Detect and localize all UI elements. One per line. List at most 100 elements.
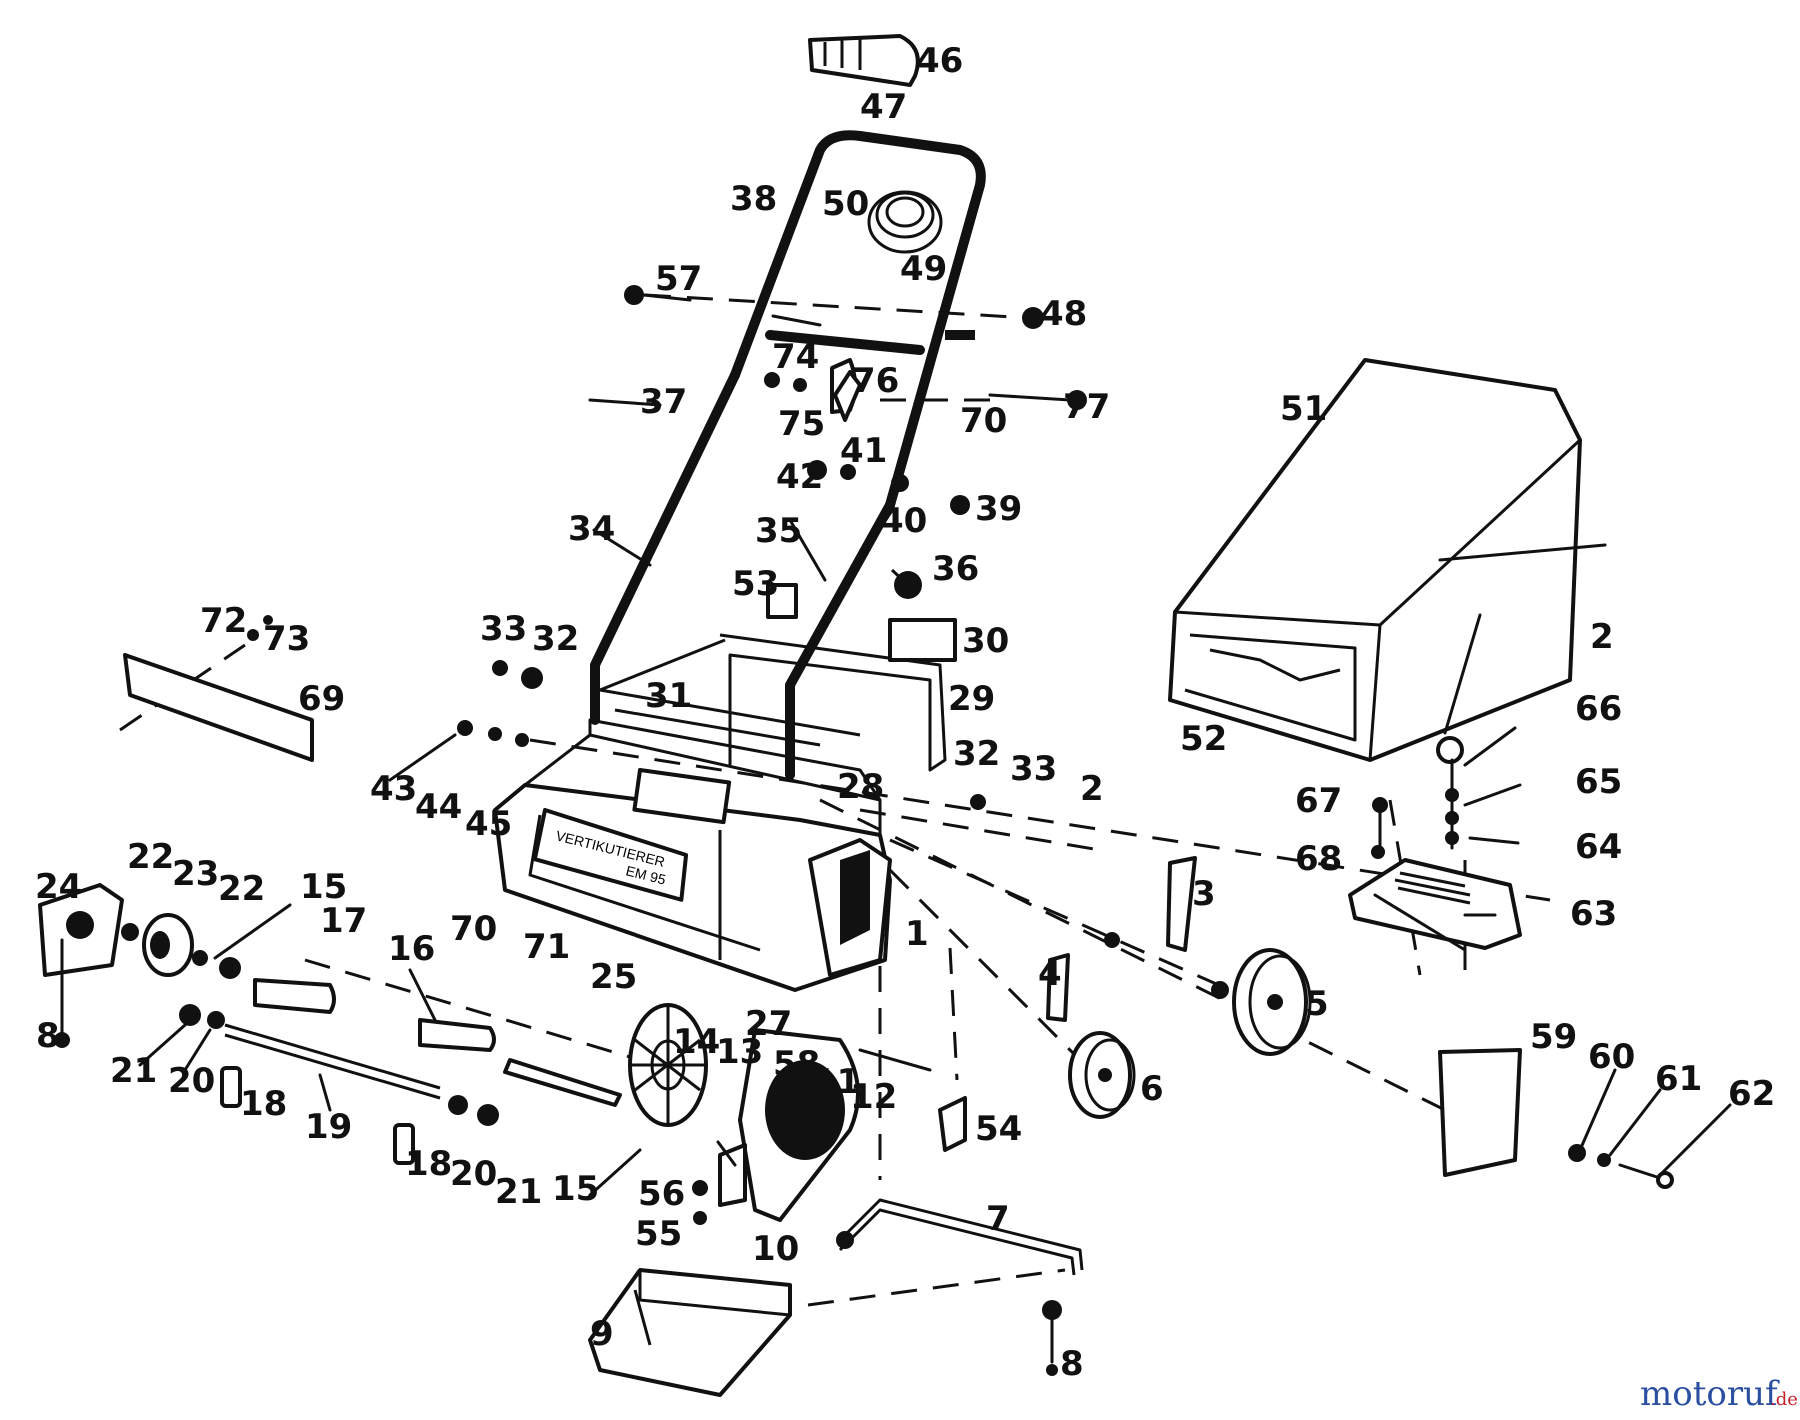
wheel-brackets	[938, 856, 1522, 1177]
callout-4: 4	[1038, 954, 1062, 994]
callout-67: 67	[1295, 781, 1342, 821]
callout-75: 75	[778, 404, 825, 444]
lower-handle-bars	[590, 330, 925, 780]
callout-33a: 33	[480, 609, 527, 649]
callout-71: 71	[523, 927, 570, 967]
callout-38: 38	[730, 179, 777, 219]
callout-69: 69	[298, 679, 345, 719]
rear-deflector	[1348, 736, 1522, 950]
part-callouts: 1 2 2 3 4 5 6 7 8 8 9 10 11 12 13 14 15 …	[35, 41, 1775, 1384]
side-panel	[123, 653, 314, 762]
callout-54: 54	[975, 1109, 1022, 1149]
callout-21b: 21	[495, 1172, 542, 1212]
callout-14: 14	[673, 1022, 720, 1062]
handle-grip	[808, 34, 920, 87]
callout-6: 6	[1140, 1069, 1164, 1109]
callout-40: 40	[880, 501, 927, 541]
callout-24: 24	[35, 867, 82, 907]
callout-15a: 15	[300, 867, 347, 907]
callout-57: 57	[655, 259, 702, 299]
callout-39: 39	[975, 489, 1022, 529]
callout-9: 9	[590, 1314, 614, 1354]
electric-motor	[692, 1028, 860, 1225]
tine-shaft	[179, 978, 622, 1165]
rear-cover-frame	[598, 583, 957, 772]
callout-36: 36	[932, 549, 979, 589]
callout-21a: 21	[110, 1051, 157, 1091]
callout-29: 29	[948, 679, 995, 719]
callout-25: 25	[590, 957, 637, 997]
bearing-housing	[38, 883, 292, 1048]
callout-2b: 2	[1080, 769, 1104, 809]
callout-33b: 33	[1010, 749, 1057, 789]
cable-and-lever	[836, 932, 1120, 1376]
callout-28: 28	[837, 767, 884, 807]
callout-64: 64	[1575, 827, 1622, 867]
callout-17: 17	[320, 901, 367, 941]
callout-35: 35	[755, 511, 802, 551]
callout-49: 49	[900, 249, 947, 289]
callout-50: 50	[822, 184, 869, 224]
motor-fan	[628, 1003, 708, 1127]
callout-74: 74	[772, 337, 819, 377]
callout-44: 44	[415, 787, 462, 827]
callout-34: 34	[568, 509, 615, 549]
callout-30: 30	[962, 621, 1009, 661]
upper-handle-bar	[730, 130, 986, 510]
callout-12: 12	[850, 1077, 897, 1117]
callout-70a: 70	[450, 909, 497, 949]
callout-45: 45	[465, 804, 512, 844]
callout-32a: 32	[532, 619, 579, 659]
height-adjust-rod	[614, 708, 821, 747]
callout-41: 41	[840, 431, 887, 471]
rear-wheel	[1211, 948, 1312, 1056]
callout-15b: 15	[552, 1169, 599, 1209]
wing-nut	[833, 370, 862, 422]
watermark-tld: .de	[1770, 1389, 1798, 1410]
callout-37: 37	[640, 382, 687, 422]
callout-32b: 32	[953, 734, 1000, 774]
callout-77: 77	[1063, 387, 1110, 427]
callout-27: 27	[745, 1004, 792, 1044]
callout-18a: 18	[240, 1084, 287, 1124]
callout-7: 7	[986, 1199, 1010, 1239]
callout-43: 43	[370, 769, 417, 809]
callout-72: 72	[200, 601, 247, 641]
callout-60: 60	[1588, 1037, 1635, 1077]
callout-46: 46	[916, 41, 963, 81]
callout-65: 65	[1575, 762, 1622, 802]
callout-3: 3	[1192, 874, 1216, 914]
callout-13: 13	[716, 1032, 763, 1072]
main-housing: VERTIKUTIERER EM 95	[493, 718, 892, 992]
callout-42: 42	[776, 457, 823, 497]
callout-22a: 22	[127, 837, 174, 877]
callout-19: 19	[305, 1107, 352, 1147]
callout-63: 63	[1570, 894, 1617, 934]
callout-48: 48	[1040, 294, 1087, 334]
callout-66: 66	[1575, 689, 1622, 729]
callout-76: 76	[852, 361, 899, 401]
callout-55: 55	[635, 1214, 682, 1254]
watermark-logo: motoruf .de	[1640, 1374, 1798, 1414]
callout-20a: 20	[168, 1061, 215, 1101]
rear-flap-fasteners	[1568, 1144, 1674, 1189]
callout-8b: 8	[36, 1016, 60, 1056]
callout-16: 16	[388, 929, 435, 969]
callout-51: 51	[1280, 389, 1327, 429]
callout-31: 31	[645, 676, 692, 716]
callout-68: 68	[1295, 839, 1342, 879]
watermark-brand: motoruf	[1640, 1374, 1780, 1414]
base-plate	[588, 1268, 792, 1397]
callout-5: 5	[1305, 984, 1329, 1024]
callout-59: 59	[1530, 1017, 1577, 1057]
callout-10: 10	[752, 1229, 799, 1269]
switch-cable-coil	[867, 190, 943, 254]
callout-58: 58	[773, 1044, 820, 1084]
leader-lines	[138, 314, 1732, 1197]
callout-52: 52	[1180, 719, 1227, 759]
callout-61: 61	[1655, 1059, 1702, 1099]
callout-62: 62	[1728, 1074, 1775, 1114]
callout-8a: 8	[1060, 1344, 1084, 1384]
callout-22b: 22	[218, 869, 265, 909]
